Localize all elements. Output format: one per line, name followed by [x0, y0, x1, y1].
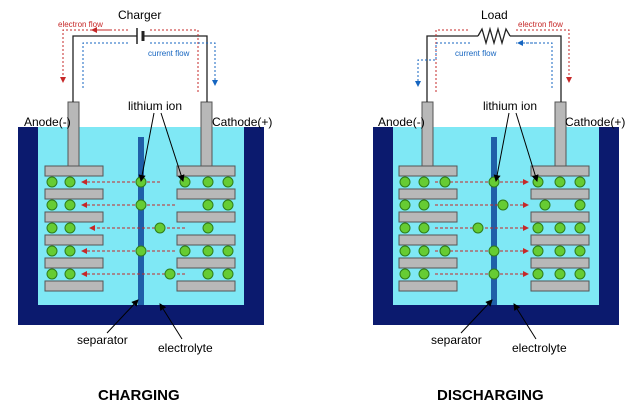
electron-flow-arrow — [60, 27, 199, 92]
separator — [138, 137, 144, 305]
anode-plates — [398, 165, 458, 292]
electrolyte-label: electrolyte — [512, 341, 567, 355]
anode-terminal — [67, 101, 80, 167]
lithium-ions — [399, 176, 586, 280]
panel-caption: DISCHARGING — [437, 387, 544, 404]
discharging-panel: Load electron flow current flow Anode(-)… — [373, 8, 625, 404]
current-flow-arrow — [82, 42, 218, 88]
external-circuit — [72, 35, 208, 102]
cathode-plates — [176, 165, 236, 292]
external-circuit — [426, 35, 562, 102]
electron-flow-arrow — [435, 29, 572, 92]
lithium-ions — [46, 176, 234, 280]
cathode-plates — [530, 165, 590, 292]
pointer-arrows — [106, 112, 185, 340]
separator — [491, 137, 497, 305]
charging-graphics — [18, 27, 264, 340]
anode-terminal — [421, 101, 434, 167]
cathode-label: Cathode(+) — [565, 115, 625, 129]
panel-caption: CHARGING — [98, 387, 180, 404]
anode-plates — [44, 165, 104, 292]
current-flow-arrow — [415, 40, 553, 88]
resistor-symbol-icon — [477, 26, 511, 46]
lithium-ion-label: lithium ion — [483, 99, 537, 113]
cathode-terminal — [200, 101, 213, 167]
anode-label: Anode(-) — [24, 115, 71, 129]
anode-label: Anode(-) — [378, 115, 425, 129]
charging-panel: Charger electron flow current flow Anode… — [18, 8, 272, 404]
separator-label: separator — [431, 333, 482, 347]
electron-flow-label: electron flow — [518, 20, 563, 29]
electron-flow-label: electron flow — [58, 20, 103, 29]
cathode-label: Cathode(+) — [212, 115, 272, 129]
cathode-terminal — [554, 101, 567, 167]
current-flow-label: current flow — [148, 49, 190, 58]
source-label: Load — [481, 8, 508, 22]
separator-label: separator — [77, 333, 128, 347]
source-label: Charger — [118, 8, 161, 22]
discharging-graphics — [373, 26, 619, 340]
electrolyte-label: electrolyte — [158, 341, 213, 355]
battery-symbol-icon — [136, 28, 145, 44]
current-flow-label: current flow — [455, 49, 497, 58]
pointer-arrows — [460, 112, 539, 340]
lithium-ion-label: lithium ion — [128, 99, 182, 113]
